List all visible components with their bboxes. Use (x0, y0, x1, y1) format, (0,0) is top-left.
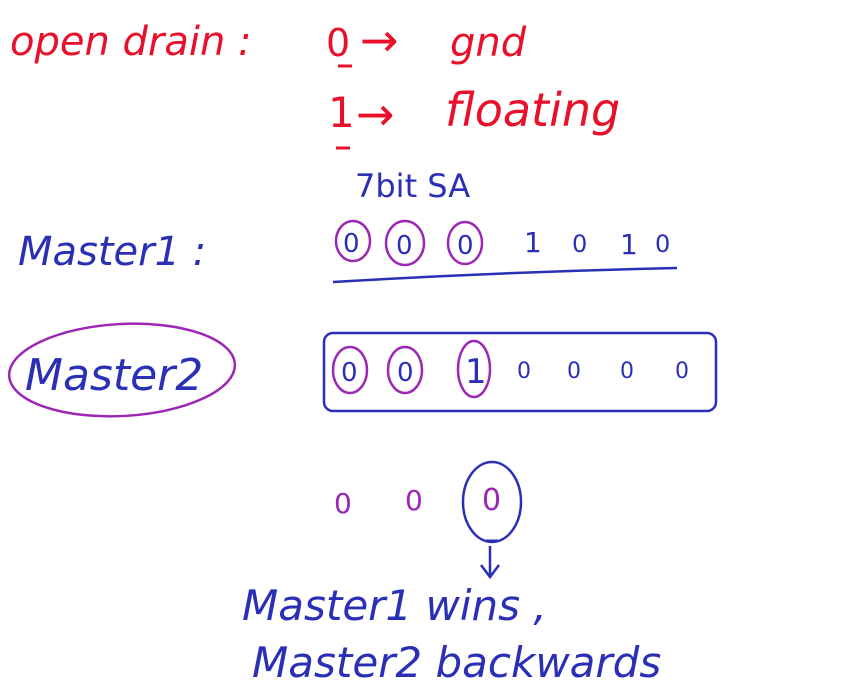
floating-text: floating (445, 83, 620, 137)
m2-bit-4: 0 (517, 359, 531, 384)
m1-bit-2: 0 (396, 231, 413, 261)
m1-circle-3 (446, 220, 484, 266)
m2-bit-1: 0 (341, 358, 358, 388)
m1-circle-2 (384, 219, 426, 267)
m1-bit-5: 0 (572, 230, 587, 258)
master2-label: Master2 (25, 350, 203, 401)
m1-bit-7: 0 (655, 230, 670, 258)
result-arrow (480, 546, 500, 580)
zero-bit: 0 (326, 21, 350, 65)
result-bit-3: 0 (482, 483, 501, 518)
m1-bit-3: 0 (457, 231, 474, 261)
address-caption: 7bit SA (355, 167, 470, 205)
m1-bit-1: 0 (343, 229, 360, 259)
result-row: 0 0 0 (334, 460, 523, 580)
conclusion: Master1 wins , Master2 backwards (242, 581, 661, 687)
master1-label: Master1 : (18, 229, 206, 275)
m1-bit-6: 1 (620, 228, 638, 261)
zero-arrow: → (360, 13, 399, 67)
gnd-text: gnd (450, 20, 527, 66)
m1-underline (332, 266, 678, 284)
m2-circle-1 (331, 345, 369, 395)
m2-circle-2 (386, 345, 424, 395)
result-bit-2: 0 (405, 484, 423, 517)
open-drain-label: open drain : (10, 19, 252, 65)
m2-bit-3: 1 (465, 352, 487, 392)
m2-bit-6: 0 (620, 359, 634, 384)
conclusion-line-1: Master1 wins , (242, 581, 547, 630)
result-bit-1: 0 (334, 487, 352, 520)
master2-label-circle (7, 322, 237, 418)
m1-bit-4: 1 (524, 226, 542, 259)
m1-circle-1 (334, 219, 372, 263)
one-bit: 1 (328, 88, 355, 137)
m2-bit-7: 0 (675, 359, 689, 384)
m2-bit-5: 0 (567, 359, 581, 384)
master1-row: Master1 : 0 0 0 1 0 1 0 (18, 219, 678, 284)
master2-row: Master2 0 0 1 0 0 0 0 (7, 322, 718, 418)
m2-circle-3 (456, 339, 492, 399)
open-drain-section: open drain : 0 → gnd 1 → floating (10, 13, 620, 150)
m2-bit-2: 0 (397, 358, 414, 388)
conclusion-line-2: Master2 backwards (252, 638, 661, 687)
master2-bits-box (322, 331, 718, 413)
one-arrow: → (356, 87, 395, 141)
